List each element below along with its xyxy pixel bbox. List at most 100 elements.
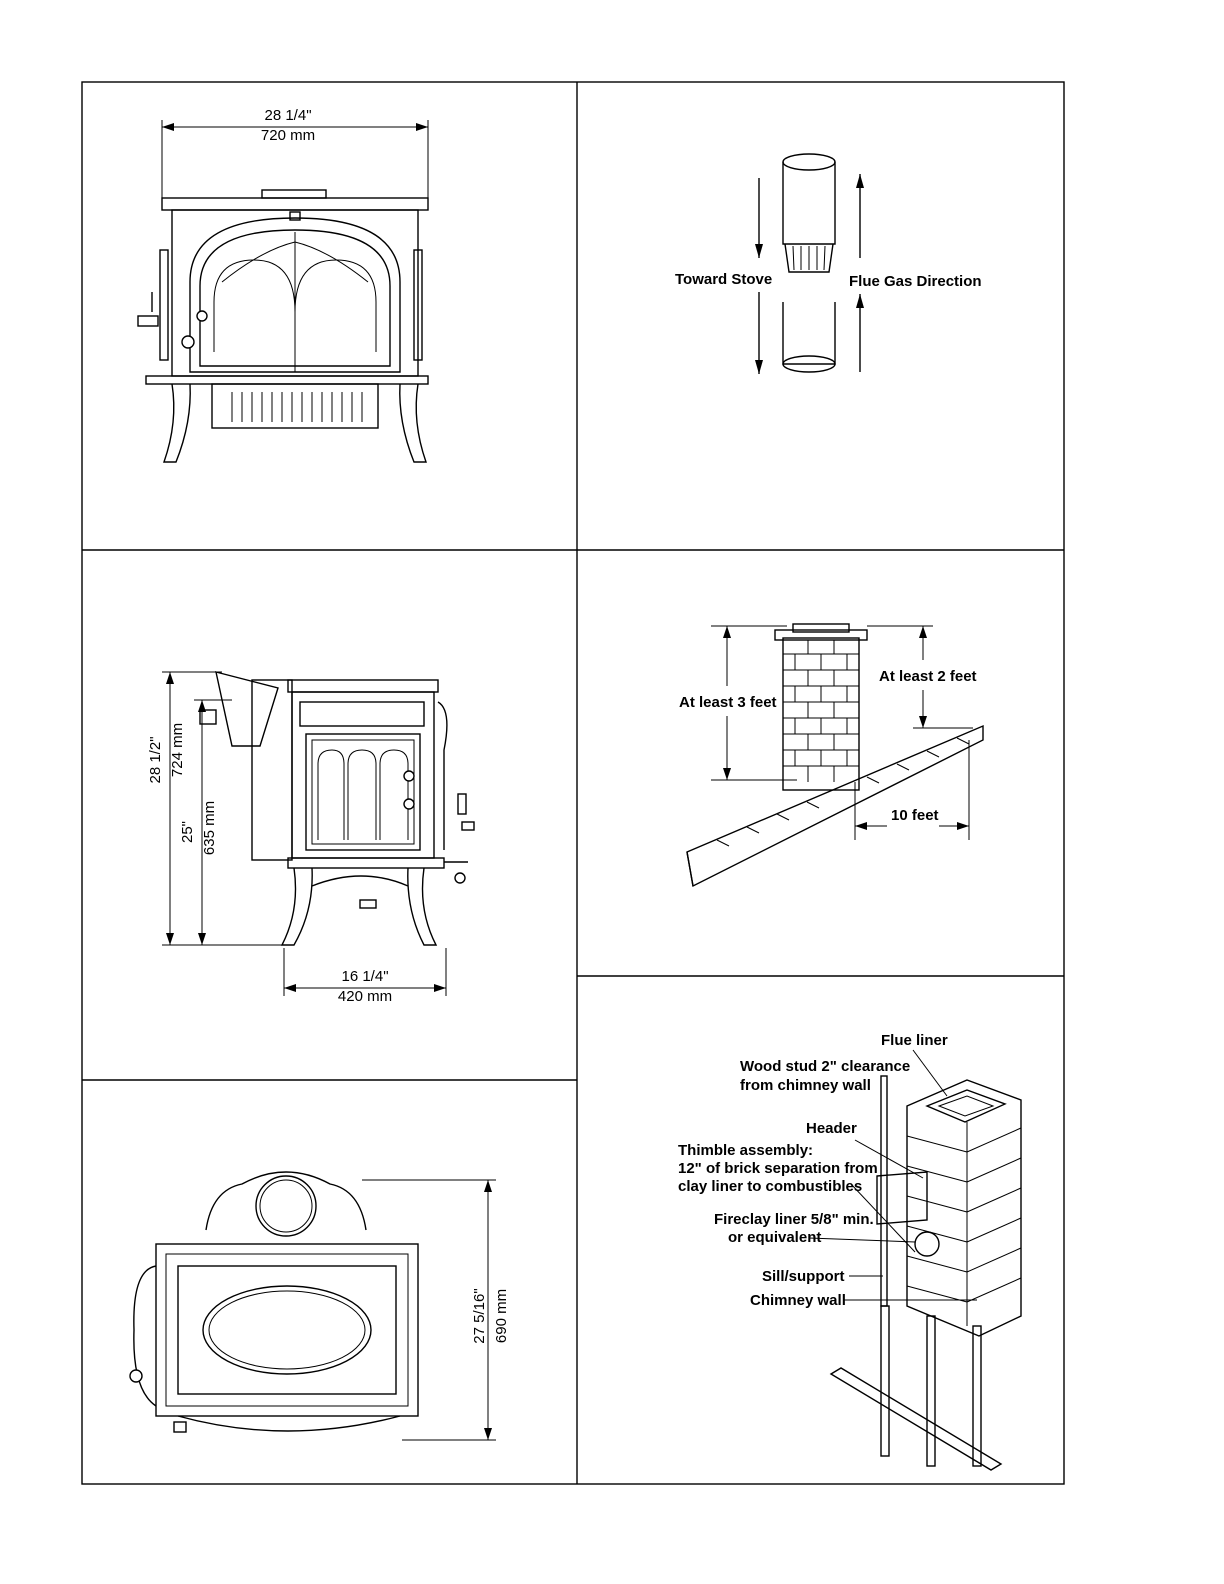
flue-arrow-bottom <box>198 933 206 945</box>
outer-border <box>81 81 1065 1485</box>
front-view-panel: 28 1/4" 720 mm <box>82 82 577 550</box>
thimble-leader <box>850 1183 916 1253</box>
fireclay-leader <box>808 1237 916 1243</box>
arrow-right <box>416 123 428 131</box>
side-knob-b <box>461 821 475 831</box>
arrow-down-lower-head <box>755 360 763 374</box>
right-side-panel <box>413 249 423 361</box>
toward-stove-label: Toward Stove <box>675 271 772 288</box>
side-door-knob-1 <box>403 770 415 782</box>
door-inner <box>199 229 391 367</box>
height-mm-label: 724 mm <box>169 723 186 777</box>
door-latch-top <box>289 211 301 221</box>
wood-stud-lower-2 <box>926 1315 936 1467</box>
arrow-down-upper-head <box>755 244 763 258</box>
fireclay-label-1: Fireclay liner 5/8" min. <box>714 1211 874 1228</box>
side-door-inner <box>311 739 415 845</box>
chimney-stack <box>782 637 860 791</box>
side-window-3 <box>379 749 409 840</box>
chimney-bricks <box>783 640 859 782</box>
header-label: Header <box>806 1120 857 1137</box>
roof-shingles <box>716 737 970 847</box>
thimble-panel: Flue liner Wood stud 2" clearance from c… <box>577 976 1064 1484</box>
side-top-panel <box>299 701 425 727</box>
door-outer <box>189 217 401 373</box>
wood-stud-label-2: from chimney wall <box>740 1077 871 1094</box>
side-ash-lip <box>287 857 445 869</box>
top-view-panel: 27 5/16" 690 mm <box>82 1080 577 1484</box>
ash-pan-grille <box>231 392 363 422</box>
crimp-lines <box>792 245 826 271</box>
arrow-up-upper-head <box>856 174 864 188</box>
top-depth-mm-label: 690 mm <box>493 1289 510 1343</box>
side-air-knob <box>454 872 466 884</box>
arrow-2ft-top <box>919 626 927 638</box>
flue-liner-top <box>925 1089 1007 1123</box>
side-leg-right <box>407 867 438 946</box>
arrow-10ft-right <box>957 822 969 830</box>
arrow-3ft-bottom <box>723 768 731 780</box>
top-arrow-top <box>484 1180 492 1192</box>
width-in-label: 28 1/4" <box>264 107 311 124</box>
top-front-knob <box>173 1421 187 1433</box>
top-plate <box>177 1265 397 1395</box>
flue-height-mm-label: 635 mm <box>201 801 218 855</box>
side-leg-arch <box>311 875 409 887</box>
crimped-end <box>784 243 834 273</box>
arrow-left <box>162 123 174 131</box>
top-depth-in-label: 27 5/16" <box>471 1288 488 1343</box>
flue-direction-drawing: Toward Stove Flue Gas Direction <box>675 153 982 374</box>
side-top-plate <box>287 679 439 693</box>
flue-direction-panel: Toward Stove Flue Gas Direction <box>577 82 1064 550</box>
fireclay-label-2: or equivalent <box>728 1229 821 1246</box>
ash-pan <box>211 383 379 429</box>
door-knob-upper <box>196 310 208 322</box>
side-window-1 <box>317 749 345 840</box>
leg-left <box>163 383 191 463</box>
floor-plate <box>829 1367 1003 1471</box>
door-knob <box>181 335 195 349</box>
upper-pipe <box>782 162 836 245</box>
thimble-label-1: Thimble assembly: <box>678 1142 813 1159</box>
at-least-3-feet-label: At least 3 feet <box>679 694 777 711</box>
width-mm-label: 720 mm <box>261 127 315 144</box>
side-view-drawing: 28 1/2" 724 mm 25" 635 mm <box>147 671 475 1005</box>
wood-stud-label-1: Wood stud 2" clearance <box>740 1058 910 1075</box>
top-flue-collar <box>205 1171 367 1231</box>
side-view-panel: 28 1/2" 724 mm 25" 635 mm <box>82 550 577 1080</box>
top-front-curve <box>177 1415 401 1432</box>
ash-lip <box>145 375 429 385</box>
arrow-10ft-left <box>855 822 867 830</box>
leg-right <box>399 383 427 463</box>
thimble-label-2: 12" of brick separation from <box>678 1160 878 1177</box>
wood-stud-lower-3 <box>972 1325 982 1467</box>
wood-stud-lower-1 <box>880 1305 890 1457</box>
chimney-block <box>906 1079 1022 1337</box>
ash-pan-handle <box>359 899 377 909</box>
chimney-cap <box>774 629 868 641</box>
header-frame <box>876 1171 928 1225</box>
sill-support-label: Sill/support <box>762 1268 845 1285</box>
side-door-knob-2 <box>403 798 415 810</box>
top-flue-inner <box>259 1179 313 1233</box>
roof-edge <box>686 851 694 887</box>
top-side-knob <box>129 1369 143 1383</box>
flue-liner-leader <box>912 1049 948 1097</box>
depth-arrow-right <box>434 984 446 992</box>
flue-arrow-top <box>198 700 206 712</box>
arrow-2ft-bottom <box>919 716 927 728</box>
top-plate <box>161 197 429 211</box>
top-view-drawing: 27 5/16" 690 mm <box>129 1171 510 1441</box>
top-body-inner <box>165 1253 409 1407</box>
side-leg-left <box>280 867 313 946</box>
arrow-3ft-top <box>723 626 731 638</box>
thimble-label-3: clay liner to combustibles <box>678 1178 862 1195</box>
chimney-height-panel: At least 3 feet At least 2 feet 10 feet <box>577 550 1064 976</box>
window-arch-right <box>294 259 377 352</box>
side-door-outer <box>305 733 421 851</box>
flue-liner-label: Flue liner <box>881 1032 948 1049</box>
thimble-drawing: Flue liner Wood stud 2" clearance from c… <box>678 1032 1022 1471</box>
window-arch-left <box>213 259 296 352</box>
wood-stud-upper <box>880 1075 888 1307</box>
